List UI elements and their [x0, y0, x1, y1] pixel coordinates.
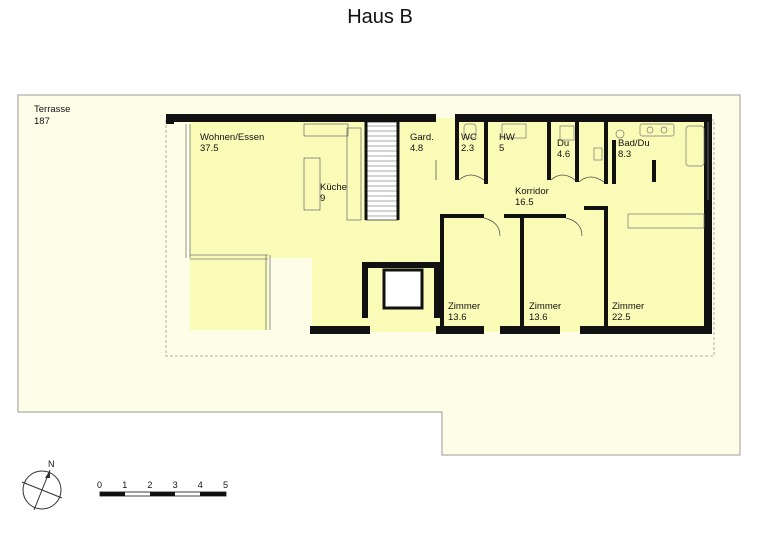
- room-wc-name: WC: [461, 132, 477, 143]
- room-baddu-name: Bad/Du: [618, 138, 650, 149]
- room-kueche-area: 9: [320, 193, 325, 204]
- scale-label: 4: [198, 480, 203, 490]
- north-arrow: N: [21, 459, 63, 511]
- room-wohnen-area: 37.5: [200, 143, 219, 154]
- room-du-name: Du: [557, 138, 569, 149]
- room-zimmer1-name: Zimmer: [448, 301, 480, 312]
- kitchen-counter: [346, 127, 362, 221]
- kitchen-island: [303, 157, 321, 211]
- room-hw-name: HW: [499, 132, 515, 143]
- walls: [166, 114, 712, 334]
- room-korridor-area: 16.5: [515, 197, 534, 208]
- scale-label: 2: [147, 480, 152, 490]
- scale-bar: 0 1 2 3 4 5: [97, 480, 228, 497]
- room-baddu-area: 8.3: [618, 149, 631, 160]
- scale-label: 3: [173, 480, 178, 490]
- fixtures: [463, 123, 705, 229]
- room-zimmer1-area: 13.6: [448, 312, 467, 323]
- room-du-area: 4.6: [557, 149, 570, 160]
- terrace-boundary: [165, 119, 715, 357]
- terrace-area-value: 187: [34, 116, 50, 127]
- room-hw-area: 5: [499, 143, 504, 154]
- scale-label: 0: [97, 480, 102, 490]
- plan-title: Haus B: [347, 6, 413, 28]
- room-kueche-name: Küche: [320, 182, 347, 193]
- room-wc-area: 2.3: [461, 143, 474, 154]
- room-zimmer2-area: 13.6: [529, 312, 548, 323]
- room-gard-area: 4.8: [410, 143, 423, 154]
- scale-label: 5: [223, 480, 228, 490]
- room-zimmer3-area: 22.5: [612, 312, 631, 323]
- terrace-name: Terrasse: [34, 104, 70, 115]
- kitchen-upper: [303, 123, 349, 137]
- north-label: N: [48, 459, 55, 469]
- room-zimmer2-name: Zimmer: [529, 301, 561, 312]
- glass-facade: [185, 122, 709, 330]
- living-floor: [190, 118, 370, 258]
- room-wohnen-name: Wohnen/Essen: [200, 132, 264, 143]
- room-korridor-name: Korridor: [515, 186, 549, 197]
- room-gard-name: Gard.: [410, 132, 434, 143]
- doors: [435, 160, 605, 237]
- scale-label: 1: [122, 480, 127, 490]
- room-zimmer3-name: Zimmer: [612, 301, 644, 312]
- staircase: [364, 121, 400, 221]
